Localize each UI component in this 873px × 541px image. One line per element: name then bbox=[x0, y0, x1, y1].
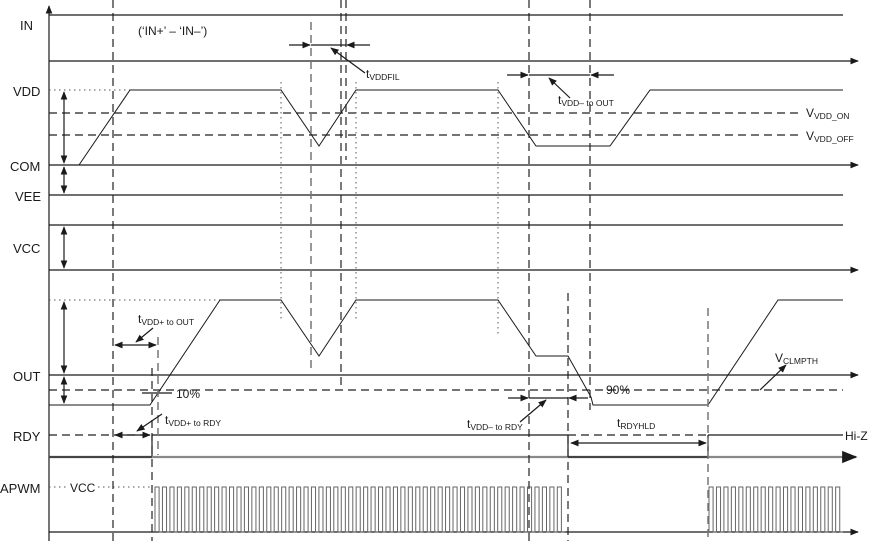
t-vdd-plus-rdy-pointer bbox=[136, 413, 163, 432]
pct-10-label: 10% bbox=[176, 387, 200, 401]
label-in: IN bbox=[20, 18, 33, 33]
hi-z-label: Hi-Z bbox=[845, 429, 868, 443]
t-vdd-plus-out-label: tVDD+ to OUT bbox=[138, 312, 194, 327]
t-vdd-minus-rdy-pointer bbox=[519, 399, 547, 423]
label-vee: VEE bbox=[15, 189, 41, 204]
vdd-waveform bbox=[49, 89, 843, 166]
t-vddfil-label: tVDDFIL bbox=[366, 67, 400, 82]
apwm-vcc-label: VCC bbox=[70, 481, 96, 495]
v-vdd-off-label: VVDD_OFF bbox=[806, 129, 854, 144]
label-vcc: VCC bbox=[13, 241, 40, 256]
pct-90-label: 90% bbox=[606, 383, 630, 397]
v-clmpth-label: VCLMPTH bbox=[775, 351, 818, 366]
apwm-pulse-train-1 bbox=[154, 486, 565, 533]
label-rdy: RDY bbox=[13, 429, 41, 444]
t-vdd-minus-out-label: tVDD– to OUT bbox=[558, 93, 614, 108]
out-waveform bbox=[49, 299, 843, 406]
vclmpth-pointer bbox=[759, 364, 787, 391]
label-com: COM bbox=[10, 159, 40, 174]
t-vdd-minus-out-pointer bbox=[548, 77, 571, 99]
t-vdd-minus-rdy-label: tVDD– to RDY bbox=[467, 417, 523, 432]
v-vdd-on-label: VVDD_ON bbox=[806, 106, 849, 121]
t-rdyhld-label: tRDYHLD bbox=[617, 416, 655, 431]
t-vdd-plus-out-pointer bbox=[135, 327, 154, 343]
apwm-pulse-train-2 bbox=[708, 486, 843, 533]
label-apwm: APWM bbox=[0, 481, 40, 496]
label-out: OUT bbox=[13, 369, 41, 384]
t-vddfil-pointer bbox=[330, 47, 366, 74]
label-vdd: VDD bbox=[13, 84, 40, 99]
in-note: (‘IN+’ – ‘IN–’) bbox=[138, 24, 207, 38]
t-vdd-plus-rdy-label: tVDD+ to RDY bbox=[165, 413, 221, 428]
